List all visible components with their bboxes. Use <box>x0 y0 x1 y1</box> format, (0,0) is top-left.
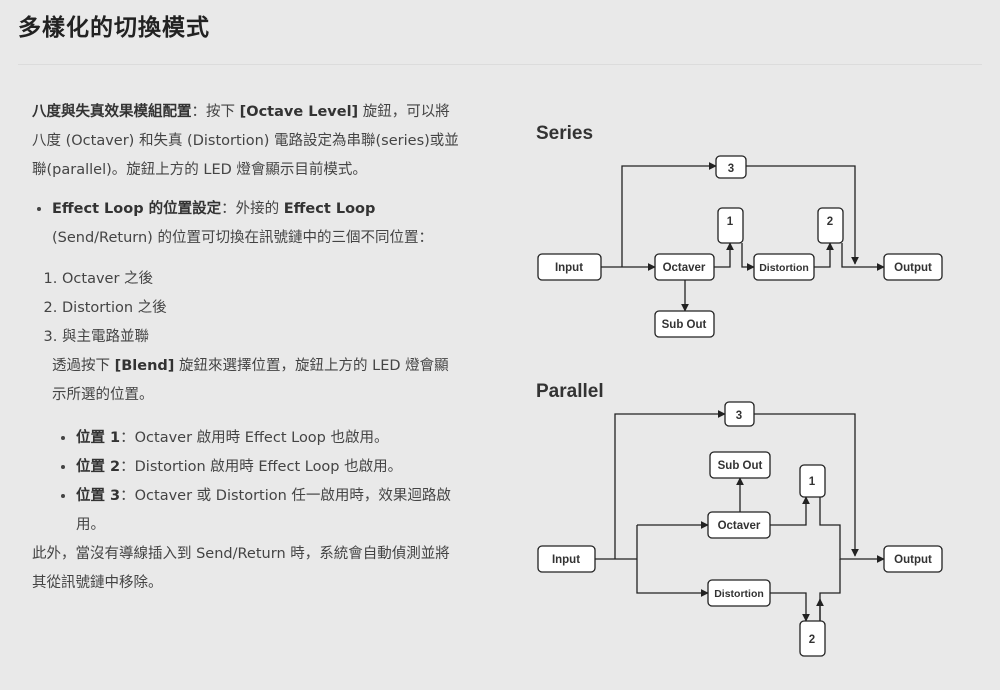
series-heading: Series <box>536 123 593 144</box>
parallel-distortion-label: Distortion <box>714 588 764 600</box>
parallel-subout-box <box>709 451 771 479</box>
parallel-loop1-label: 1 <box>809 476 816 488</box>
parallel-octaver-label: Octaver <box>718 520 761 532</box>
effect-loop-bold-name: Effect Loop <box>283 201 376 217</box>
parallel-input-box <box>537 545 596 573</box>
series-loop1-label: 1 <box>727 216 734 228</box>
series-loop2-label: 2 <box>827 216 833 228</box>
parallel-loop2-label: 2 <box>809 634 815 646</box>
final-line1: 此外，當沒有導線插入到 Send/Return 時，系統會自動偵測並將 <box>32 546 450 562</box>
blend-pre: 透過按下 <box>52 358 115 374</box>
series-loop1-box <box>717 207 744 244</box>
position-desc-text: ：Octaver 或 Distortion 任一啟用時，效果迴路啟 <box>120 488 451 504</box>
series-input-box <box>537 253 602 281</box>
position-desc-label: 位置 3 <box>76 488 121 504</box>
series-octaver-label: Octaver <box>663 262 706 274</box>
header-divider <box>18 64 982 65</box>
series-distortion-box <box>753 253 815 281</box>
routing-diagram: Series Input Octaver Distortion Output S… <box>536 123 943 657</box>
final-line2: 其從訊號鏈中移除。 <box>32 575 163 591</box>
intro-bold-label: 八度與失真效果模組配置 <box>32 104 192 120</box>
series-loop2-box <box>817 207 844 244</box>
series-output-box <box>883 253 943 281</box>
effect-loop-line2: (Send/Return) 的位置可切換在訊號鏈中的三個不同位置： <box>52 230 433 246</box>
parallel-output-box <box>883 545 943 573</box>
series-subout-box <box>654 310 715 338</box>
intro-line1-rest: 旋鈕，可以將 <box>358 104 450 120</box>
intro-line2: 八度 (Octaver) 和失真 (Distortion) 電路設定為串聯(se… <box>32 133 459 149</box>
position-desc-label: 位置 1 <box>76 430 121 446</box>
parallel-output-label: Output <box>894 554 932 566</box>
intro-line3: 聯(parallel)。旋鈕上方的 LED 燈會顯示目前模式。 <box>32 162 367 178</box>
effect-loop-item: Effect Loop 的位置設定：外接的 Effect Loop (Send/… <box>52 195 502 253</box>
position-item: 與主電路並聯 <box>62 323 502 352</box>
page-title: 多樣化的切換模式 <box>18 15 210 41</box>
parallel-subout-label: Sub Out <box>718 460 763 472</box>
final-paragraph: 此外，當沒有導線插入到 Send/Return 時，系統會自動偵測並將 其從訊號… <box>32 540 502 598</box>
intro-colon: ：按下 <box>191 104 240 120</box>
blend-post: 旋鈕來選擇位置，旋鈕上方的 LED 燈會顯 <box>174 358 449 374</box>
parallel-wires <box>595 410 885 622</box>
series-octaver-box <box>654 253 715 281</box>
series-wires <box>601 162 885 312</box>
position-desc-item: 位置 2：Distortion 啟用時 Effect Loop 也啟用。 <box>76 453 502 482</box>
position-desc-item: 位置 1：Octaver 啟用時 Effect Loop 也啟用。 <box>76 424 502 453</box>
octave-level-label: [Octave Level] <box>239 104 359 120</box>
parallel-distortion-box <box>707 579 771 607</box>
parallel-loop2-box <box>799 620 826 657</box>
series-distortion-label: Distortion <box>759 262 809 274</box>
series-loop3-label: 3 <box>728 163 734 175</box>
position-desc-list: 位置 1：Octaver 啟用時 Effect Loop 也啟用。 位置 2：D… <box>32 424 502 540</box>
position-desc-label: 位置 2 <box>76 459 121 475</box>
position-desc-text-line2: 用。 <box>76 517 105 533</box>
blend-line2: 示所選的位置。 <box>52 387 154 403</box>
blend-label: [Blend] <box>114 358 175 374</box>
description-text: 八度與失真效果模組配置：按下 [Octave Level] 旋鈕，可以將 八度 … <box>32 98 502 598</box>
position-desc-text: ：Octaver 啟用時 Effect Loop 也啟用。 <box>120 430 389 446</box>
parallel-input-label: Input <box>552 554 580 566</box>
series-input-label: Input <box>555 262 583 274</box>
parallel-heading: Parallel <box>536 381 604 402</box>
blend-paragraph: 透過按下 [Blend] 旋鈕來選擇位置，旋鈕上方的 LED 燈會顯 示所選的位… <box>52 352 502 410</box>
parallel-loop3-box <box>724 401 755 427</box>
position-item: Distortion 之後 <box>62 294 502 323</box>
parallel-loop1-box <box>799 464 826 498</box>
series-output-label: Output <box>894 262 932 274</box>
position-list: Octaver 之後 Distortion 之後 與主電路並聯 <box>32 265 502 352</box>
effect-loop-bold-label: Effect Loop 的位置設定 <box>52 201 222 217</box>
position-desc-text: ：Distortion 啟用時 Effect Loop 也啟用。 <box>120 459 403 475</box>
parallel-loop3-label: 3 <box>736 410 742 422</box>
effect-loop-colon: ：外接的 <box>221 201 284 217</box>
effect-loop-list: Effect Loop 的位置設定：外接的 Effect Loop (Send/… <box>32 195 502 253</box>
intro-paragraph: 八度與失真效果模組配置：按下 [Octave Level] 旋鈕，可以將 八度 … <box>32 98 502 185</box>
series-subout-label: Sub Out <box>662 319 707 331</box>
parallel-octaver-box <box>707 511 771 539</box>
series-loop3-box <box>715 155 747 179</box>
position-item: Octaver 之後 <box>62 265 502 294</box>
